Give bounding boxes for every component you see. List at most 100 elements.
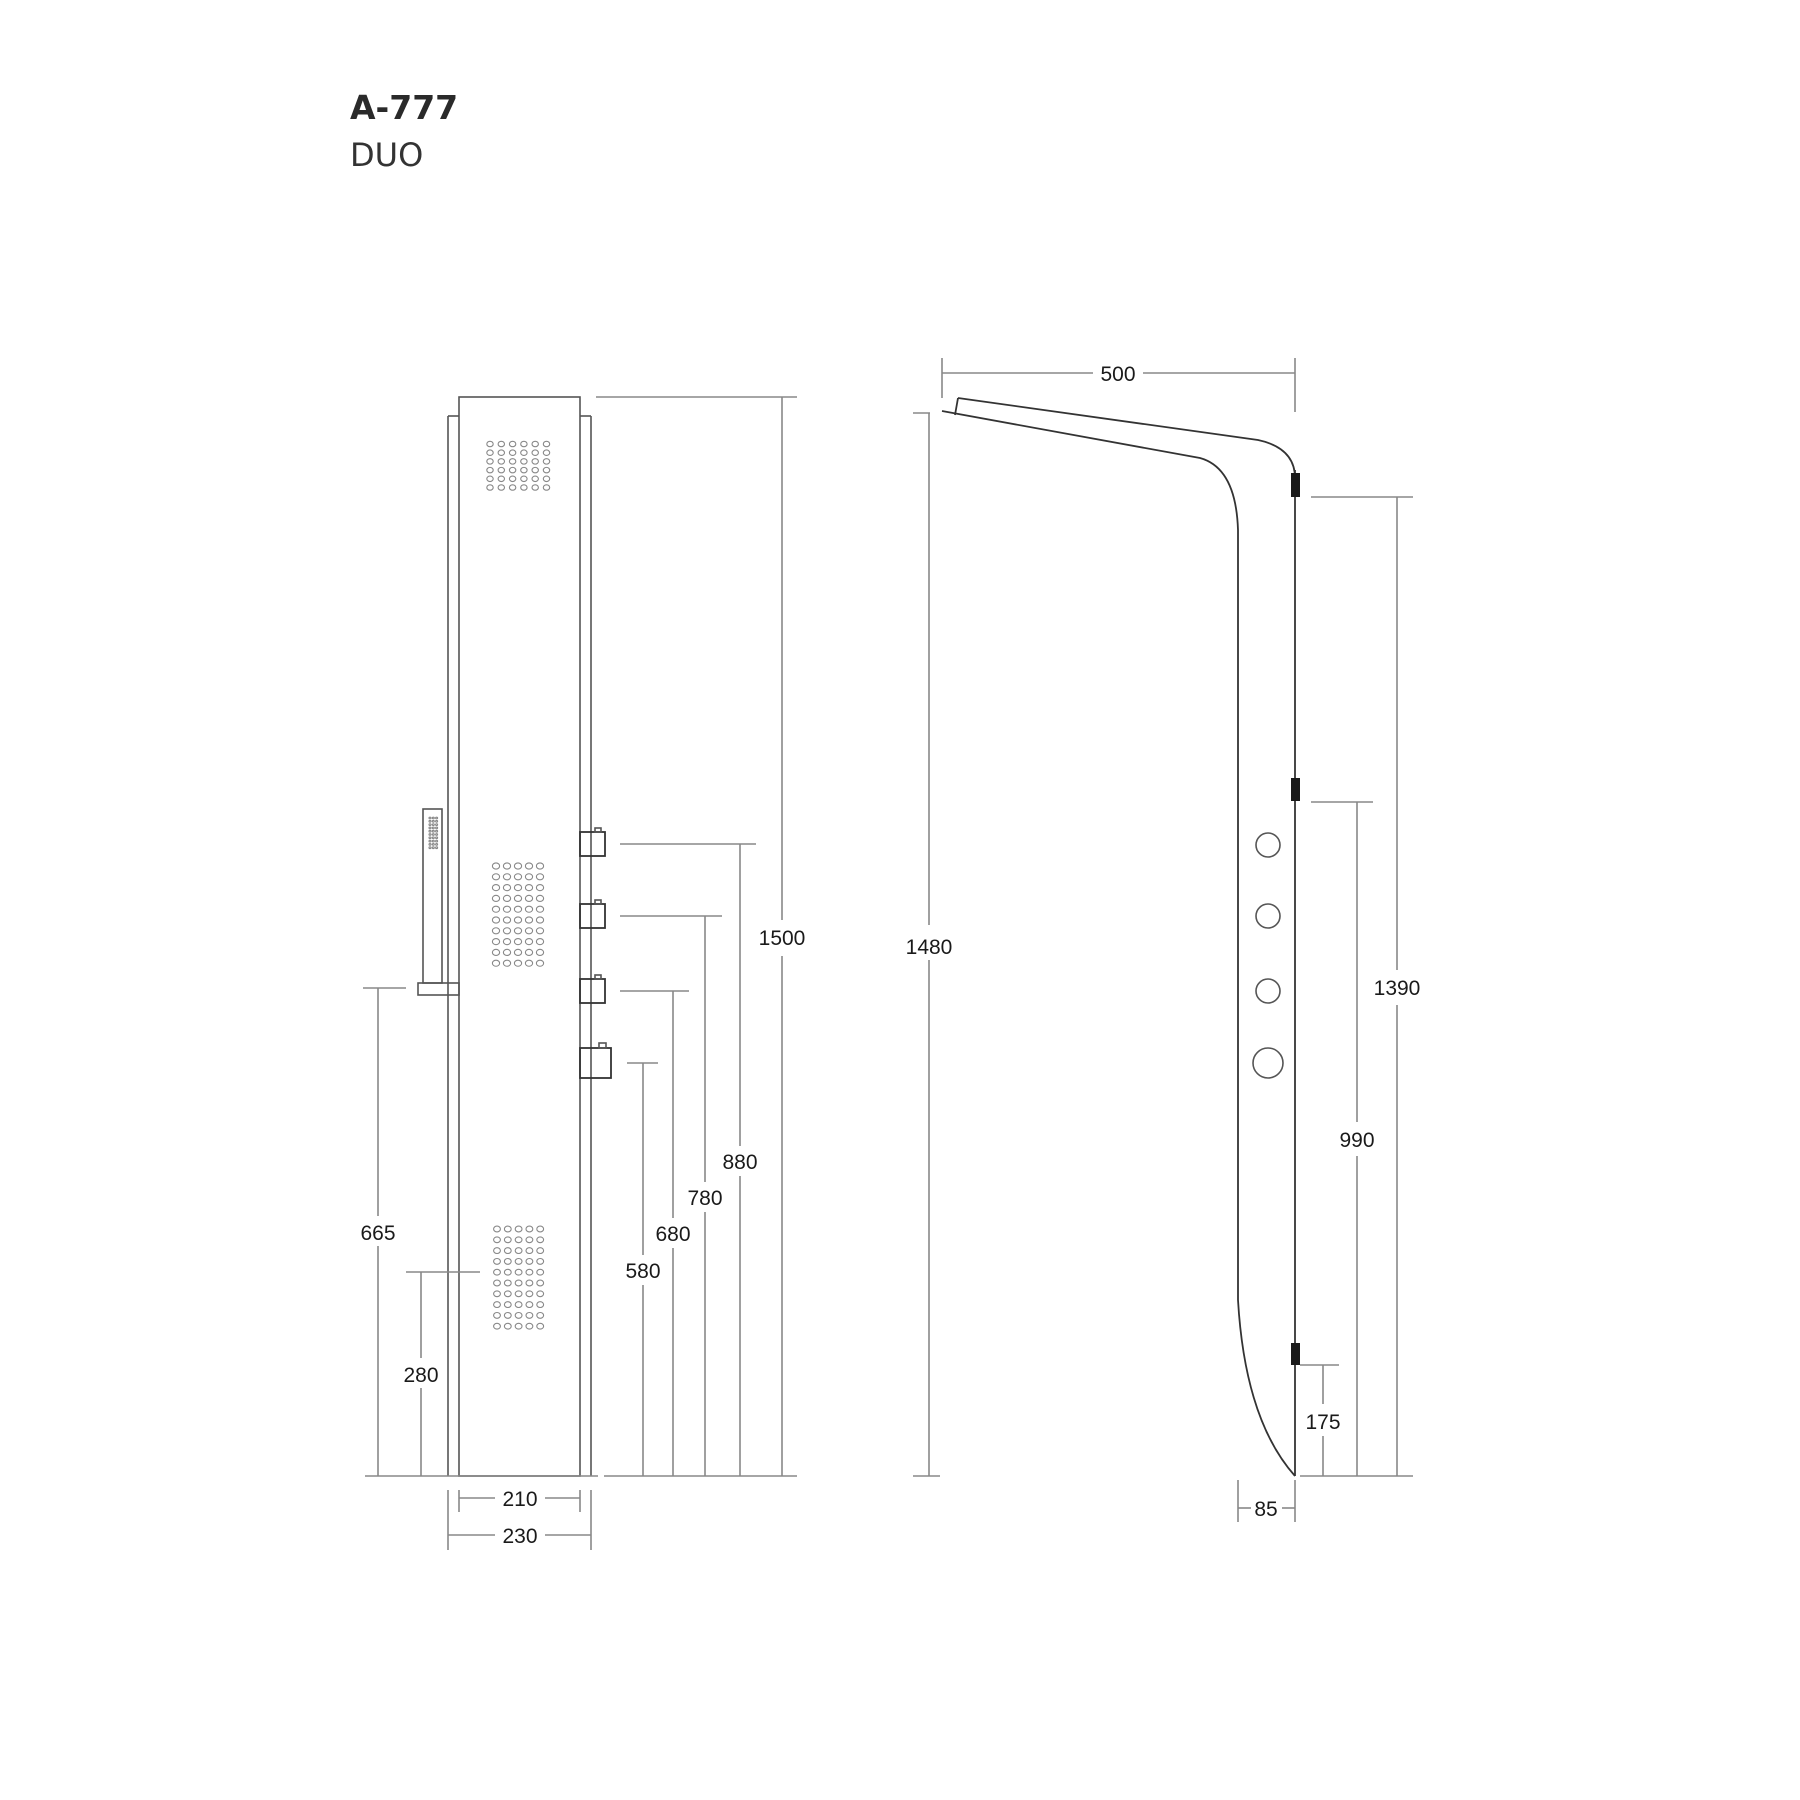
nozzle-icon [524,948,534,957]
nozzle-icon [497,449,506,456]
panel-front-edge [941,410,1239,1300]
nozzle-icon [502,873,512,881]
nozzle-icon [428,816,432,820]
panel-inner-outline [458,396,581,1477]
nozzle-icon [525,1301,534,1309]
nozzle-icon [428,823,432,827]
front-view: 1500 880 780 680 580 [360,396,806,1550]
dim-label-880: 880 [722,1151,757,1174]
nozzle-icon [525,1290,534,1298]
nozzle-icon [520,440,528,448]
nozzle-icon [525,1322,534,1330]
nozzle-icon [513,873,523,881]
nozzle-icon [531,449,539,456]
nozzle-icon [497,466,506,474]
nozzle-icon [431,823,435,827]
nozzle-icon [435,846,439,850]
nozzle-icon [497,475,506,483]
head-tip [954,397,959,416]
nozzle-icon [536,1225,545,1233]
nozzle-icon [493,1225,501,1233]
wall-bracket-middle [1291,778,1300,801]
dim-holder-665: 665 [360,987,406,1476]
body-jet-4 [1252,1047,1284,1079]
dim-bottom-bracket-175: 175 [1300,1364,1341,1476]
nozzle-icon [486,466,494,474]
nozzle-icon [542,475,551,483]
nozzle-icon [531,440,539,448]
nozzle-icon [535,862,545,870]
nozzle-icon [435,819,439,823]
nozzle-icon [502,883,512,892]
nozzle-icon [428,826,432,830]
nozzle-icon [524,927,534,935]
nozzle-icon [524,916,534,924]
nozzle-icon [508,449,517,456]
nozzle-icon [497,440,506,448]
dim-valve-2-780: 780 [620,915,723,1476]
nozzle-icon [514,1268,523,1276]
nozzle-icon [502,959,512,967]
nozzle-icon [535,959,545,967]
panel-bottom-curve [1237,1299,1296,1477]
dim-valve-3-680: 680 [620,990,691,1476]
nozzle-icon [435,839,439,843]
nozzle-icon [513,862,523,870]
nozzle-icon [435,816,439,820]
nozzle-icon [491,927,501,935]
dim-label-780: 780 [687,1187,722,1210]
nozzle-icon [508,440,517,448]
side-view: 500 1480 1390 990 175 [906,358,1420,1522]
nozzle-icon [508,484,517,491]
dim-label-665: 665 [360,1222,395,1245]
nozzle-icon [502,862,512,870]
dim-valve-1-880: 880 [620,843,758,1476]
nozzle-icon [486,458,494,465]
upper-body-jet-nozzle-grid [491,862,545,967]
nozzle-icon [520,484,528,491]
nozzle-icon [513,883,523,892]
nozzle-icon [524,894,534,903]
nozzle-icon [491,862,501,870]
nozzle-icon [503,1290,512,1298]
nozzle-icon [428,819,432,823]
nozzle-icon [524,937,534,946]
nozzle-icon [428,843,432,846]
nozzle-icon [525,1257,534,1265]
nozzle-icon [536,1301,545,1309]
nozzle-icon [536,1236,545,1244]
nozzle-icon [431,836,435,840]
dim-label-680: 680 [655,1223,690,1246]
nozzle-icon [525,1279,534,1287]
nozzle-icon [531,484,539,491]
nozzle-icon [493,1236,501,1244]
dim-label-280: 280 [403,1364,438,1387]
nozzle-icon [514,1311,523,1319]
nozzle-icon [520,466,528,474]
nozzle-icon [491,873,501,881]
nozzle-icon [535,948,545,957]
nozzle-icon [493,1257,501,1265]
nozzle-icon [513,916,523,924]
nozzle-icon [513,927,523,935]
nozzle-icon [493,1311,501,1319]
lower-body-jet-nozzle-grid [493,1225,545,1330]
nozzle-icon [536,1322,545,1330]
nozzle-icon [431,826,435,830]
dim-depth-85: 85 [1237,1480,1296,1522]
dim-label-1500: 1500 [759,927,806,950]
hand-shower-holder [417,982,460,996]
nozzle-icon [535,905,545,913]
nozzle-icon [502,905,512,913]
nozzle-icon [513,905,523,913]
nozzle-icon [435,833,439,836]
nozzle-icon [514,1290,523,1298]
nozzle-icon [435,836,439,840]
dim-total-height-1500: 1500 [596,396,806,1476]
nozzle-icon [524,862,534,870]
nozzle-icon [491,959,501,967]
nozzle-icon [431,839,435,843]
nozzle-icon [493,1279,501,1287]
dim-top-bracket-1390: 1390 [1311,496,1420,1476]
nozzle-icon [428,846,432,850]
